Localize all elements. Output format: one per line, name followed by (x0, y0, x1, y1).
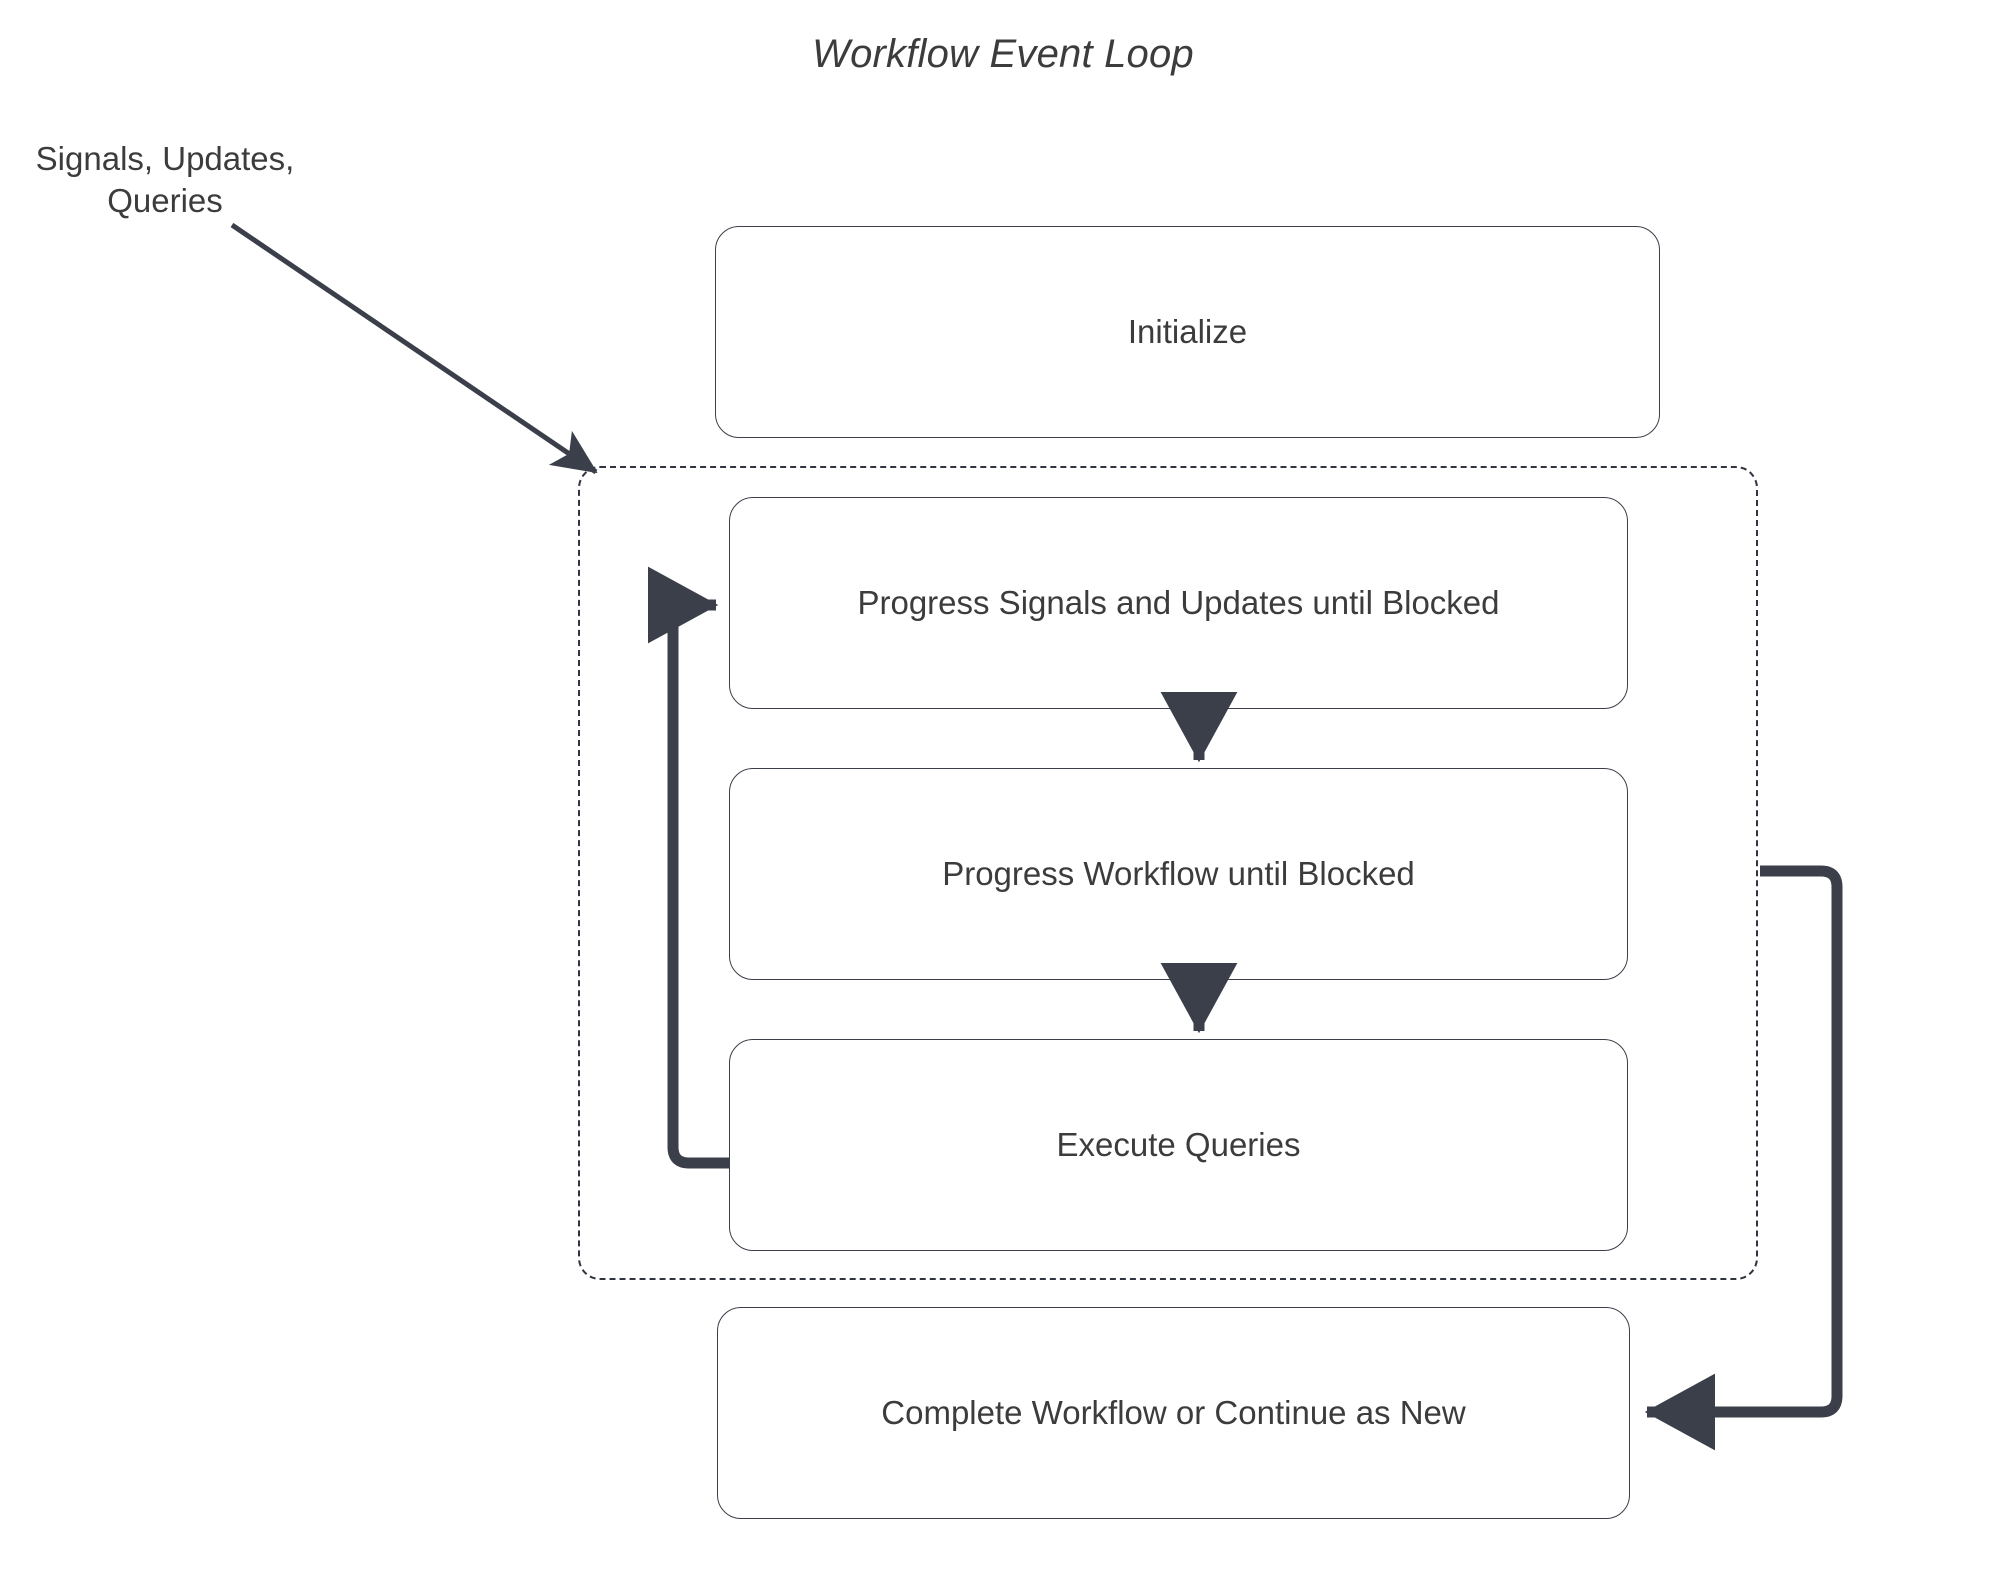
node-progress-signals[interactable]: Progress Signals and Updates until Block… (729, 497, 1628, 709)
node-execute-queries[interactable]: Execute Queries (729, 1039, 1628, 1251)
page-title: Workflow Event Loop (812, 32, 1194, 76)
node-complete-workflow[interactable]: Complete Workflow or Continue as New (717, 1307, 1630, 1519)
node-initialize[interactable]: Initialize (715, 226, 1660, 438)
node-progress-workflow[interactable]: Progress Workflow until Blocked (729, 768, 1628, 980)
external-input-label-line1: Signals, Updates, (35, 140, 295, 177)
external-input-label-line2: Queries (107, 182, 223, 219)
edge-signals-into-loop (230, 222, 598, 475)
external-input-label: Signals, Updates, Queries (30, 138, 300, 222)
